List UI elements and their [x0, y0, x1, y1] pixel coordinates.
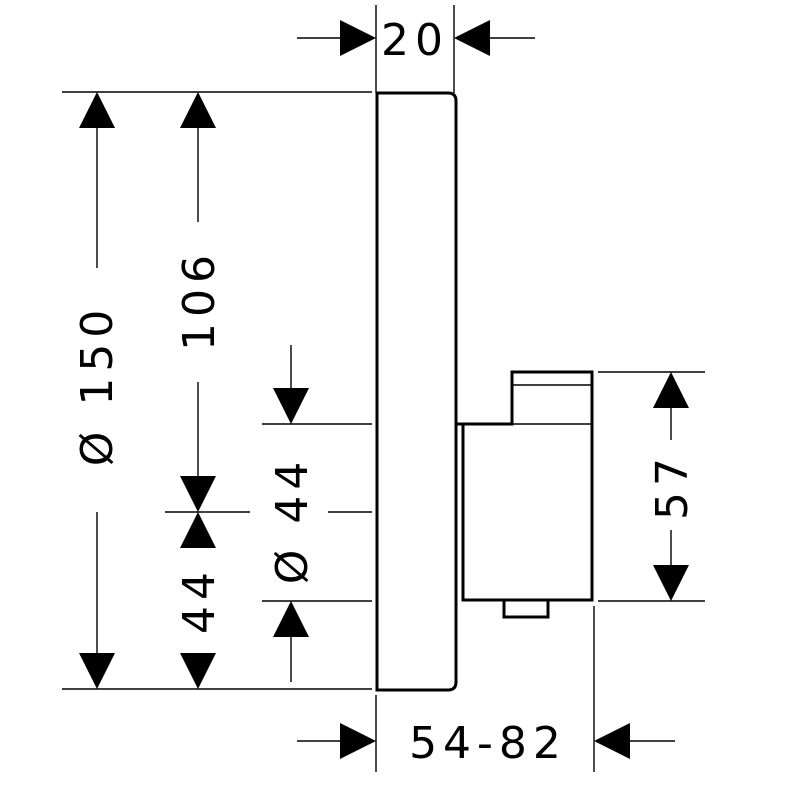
dimension-top-width: 20 [297, 15, 535, 66]
dimension-inner-diameter: Ø 44 [267, 345, 318, 682]
arrow-left-icon [454, 20, 490, 56]
dimension-right-height: 57 [647, 372, 698, 601]
dim-label-top-width: 20 [381, 15, 449, 66]
arrow-up-icon [653, 372, 689, 408]
dim-label-offset-lower: 44 [174, 566, 225, 634]
valve-body [456, 370, 594, 602]
dim-label-inner-diameter: Ø 44 [267, 456, 318, 585]
product-outline [375, 91, 594, 692]
arrow-up-icon [79, 92, 115, 128]
arrow-up-icon [273, 601, 309, 637]
dim-label-overall-diameter: Ø 150 [72, 304, 123, 467]
dimension-inner-height: 106 [174, 92, 225, 512]
dimension-offset-lower: 44 [174, 512, 225, 689]
cover-plate [375, 91, 458, 692]
dim-label-depth-range: 54-82 [409, 718, 567, 769]
arrow-right-icon [340, 20, 376, 56]
dimension-overall-diameter: Ø 150 [72, 92, 123, 689]
arrow-down-icon [273, 388, 309, 424]
dim-label-right-height: 57 [647, 452, 698, 520]
bottom-stub [502, 600, 550, 619]
arrow-down-icon [79, 653, 115, 689]
arrow-up-icon [180, 92, 216, 128]
arrow-down-icon [180, 653, 216, 689]
dim-label-inner-height: 106 [174, 249, 225, 351]
arrow-down-icon [653, 565, 689, 601]
extension-lines [62, 5, 705, 772]
arrow-left-icon [594, 723, 630, 759]
arrow-up-icon [180, 512, 216, 548]
arrow-down-icon [180, 476, 216, 512]
arrow-right-icon [340, 723, 376, 759]
dimension-depth-range: 54-82 [297, 718, 675, 769]
